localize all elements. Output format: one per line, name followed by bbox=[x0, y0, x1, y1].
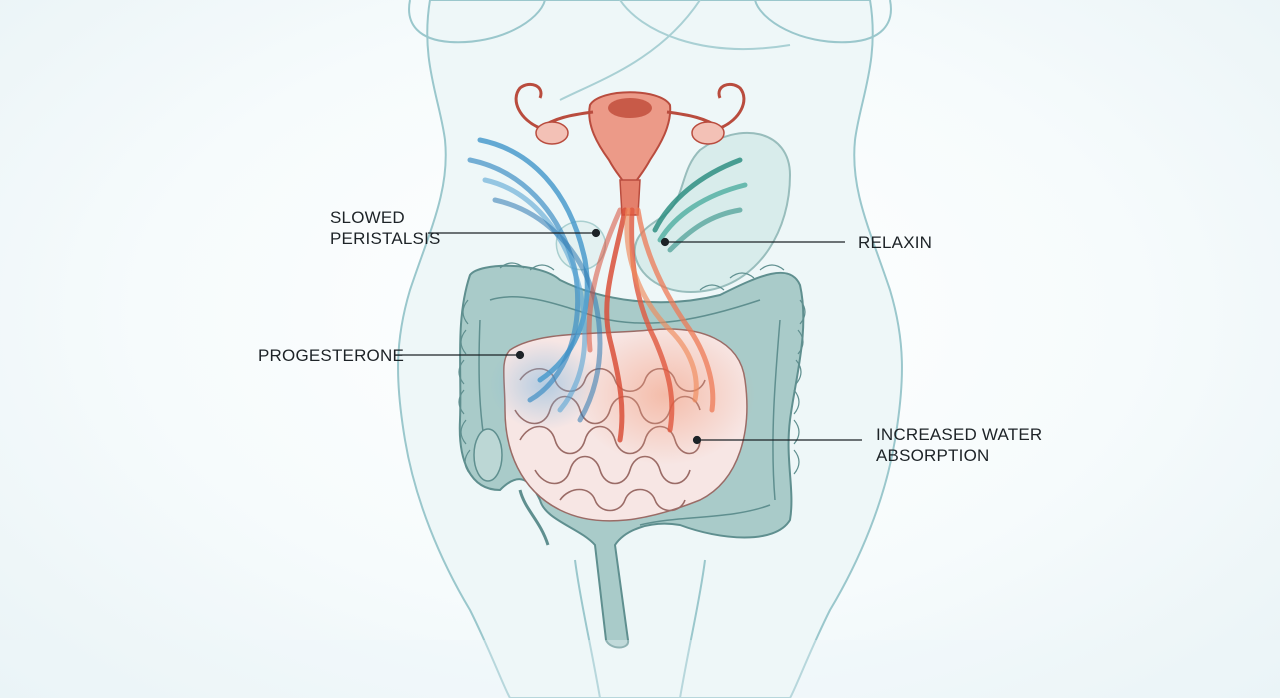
increased-water-line2: ABSORPTION bbox=[876, 446, 990, 465]
relaxin-dot bbox=[660, 237, 670, 247]
left-ovary bbox=[535, 121, 569, 145]
progesterone-label: PROGESTERONE bbox=[258, 346, 404, 365]
slowed-peristalsis-label: SLOWED PERISTALSIS bbox=[330, 207, 441, 249]
relaxin-streams bbox=[652, 157, 748, 253]
slowed-peristalsis-line1: SLOWED bbox=[330, 208, 405, 227]
progesterone-dot bbox=[515, 350, 525, 360]
slowed-peristalsis-line2: PERISTALSIS bbox=[330, 229, 441, 248]
progesterone-streams bbox=[467, 137, 603, 423]
right-ovary bbox=[691, 121, 725, 145]
leader-lines bbox=[395, 228, 862, 445]
increased-water-absorption-label: INCREASED WATER ABSORPTION bbox=[876, 424, 1042, 466]
uterus-hormone-streams bbox=[586, 207, 716, 443]
progesterone-glow bbox=[490, 340, 600, 430]
uterus bbox=[514, 82, 746, 216]
increased-water-dot bbox=[692, 435, 702, 445]
relaxin-label: RELAXIN bbox=[858, 233, 933, 252]
increased-water-line1: INCREASED WATER bbox=[876, 425, 1043, 444]
slowed-peristalsis-dot bbox=[591, 228, 601, 238]
